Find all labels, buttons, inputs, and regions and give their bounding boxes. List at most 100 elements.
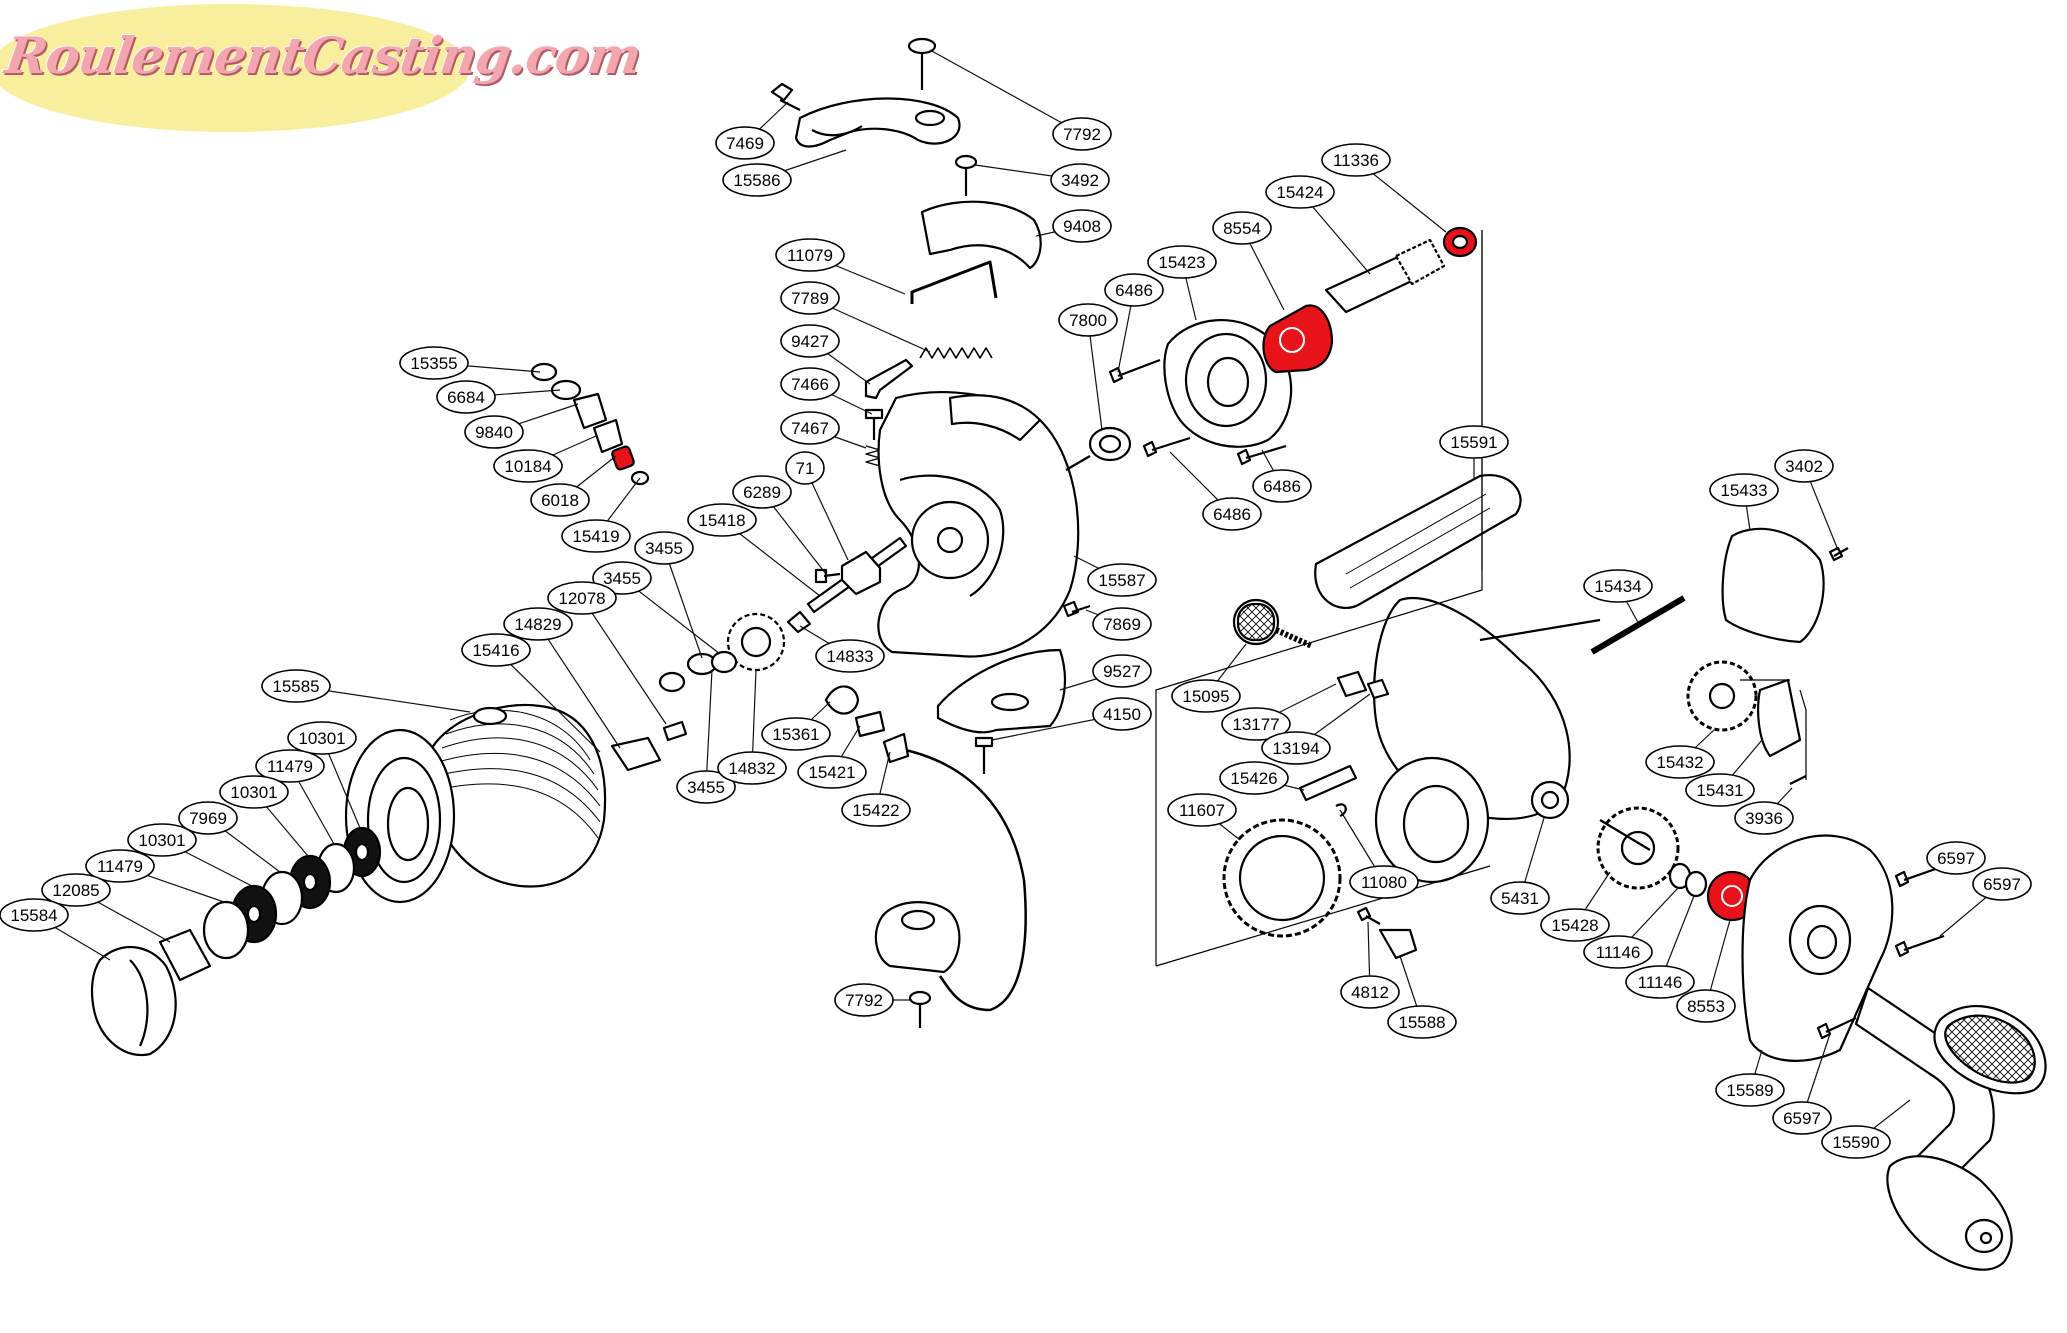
- handle-knob-dot: [1979, 1231, 1993, 1245]
- callout-label: 7467: [791, 419, 829, 438]
- callout-5431: 5431: [1490, 881, 1550, 915]
- callout-15424: 15424: [1265, 175, 1335, 209]
- callout-7869: 7869: [1092, 607, 1152, 641]
- body-crossbar: [1479, 618, 1601, 642]
- callout-11607: 11607: [1167, 793, 1237, 827]
- spring-11080: [1335, 803, 1347, 818]
- callout-label: 15421: [808, 763, 855, 782]
- callout-bubble: [634, 531, 694, 565]
- callout-bubble: [1645, 745, 1715, 779]
- callout-bubble: [1058, 303, 1118, 337]
- screw-4812: [1356, 906, 1381, 925]
- callout-3455: 3455: [592, 561, 652, 595]
- callout-label: 8554: [1223, 219, 1261, 238]
- callout-bubble: [287, 721, 357, 755]
- washer-3455-b: [710, 650, 738, 674]
- callout-bubble: [722, 163, 792, 197]
- washer-10301-b-hole: [302, 872, 318, 892]
- callout-label: 71: [796, 459, 815, 478]
- callout-bubble: [1219, 761, 1289, 795]
- callout-12078: 12078: [547, 581, 617, 615]
- callout-label: 12085: [52, 881, 99, 900]
- callout-15432: 15432: [1645, 745, 1715, 779]
- callout-label: 4150: [1103, 705, 1141, 724]
- side-plate-bore-inner: [1806, 924, 1838, 960]
- screw-3402: [1828, 546, 1849, 562]
- callout-14832: 14832: [717, 751, 787, 785]
- rotor-cover-9527: [936, 648, 1066, 734]
- callout-15584: 15584: [0, 898, 69, 932]
- washer-10301-c-hole: [246, 904, 262, 924]
- clip-12078: [662, 720, 688, 742]
- knob-15361: [824, 685, 860, 715]
- callout-label: 15433: [1720, 481, 1767, 500]
- callout-label: 6289: [743, 483, 781, 502]
- callout-label: 9427: [791, 332, 829, 351]
- callout-bubble: [1052, 209, 1112, 243]
- callout-label: 15588: [1398, 1013, 1445, 1032]
- gear-14832-inner: [740, 626, 772, 658]
- callout-7969: 7969: [178, 801, 238, 835]
- washer-5431-hole: [1540, 790, 1560, 810]
- callout-bubble: [461, 633, 531, 667]
- callout-bubble: [1147, 245, 1217, 279]
- spool-top-slot: [472, 706, 508, 726]
- callout-label: 11080: [1361, 873, 1407, 892]
- handle-knob: [1886, 1155, 2013, 1271]
- callout-15361: 15361: [761, 717, 831, 751]
- callout-15422: 15422: [841, 793, 911, 827]
- callout-bubble: [547, 581, 617, 615]
- callout-bubble: [1087, 563, 1157, 597]
- callout-label: 3492: [1061, 171, 1099, 190]
- callout-15095: 15095: [1171, 679, 1241, 713]
- callout-label: 12078: [558, 589, 605, 608]
- callout-bubble: [127, 823, 197, 857]
- bracket-15431: [1757, 678, 1802, 758]
- callout-7467: 7467: [780, 411, 840, 445]
- callout-bubble: [834, 983, 894, 1017]
- callout-bubble: [780, 411, 840, 445]
- callout-bubble: [1340, 975, 1400, 1009]
- spool-front-core: [386, 786, 430, 862]
- callout-bubble: [1821, 1125, 1891, 1159]
- callout-label: 15586: [733, 171, 780, 190]
- line-roller-cover-9408: [920, 200, 1042, 270]
- screw-7469: [770, 82, 801, 111]
- callout-label: 11146: [1638, 973, 1683, 992]
- leader-c45: [1087, 319, 1103, 431]
- callout-label: 15419: [572, 527, 619, 546]
- callout-6486: 6486: [1202, 497, 1262, 531]
- washer-13177: [1336, 670, 1368, 698]
- screw-3936: [1789, 775, 1807, 785]
- screw-6486-b: [1142, 436, 1191, 458]
- callout-label: 11479: [267, 757, 313, 776]
- callout-bubble: [1972, 867, 2032, 901]
- callout-7800: 7800: [1058, 303, 1118, 337]
- callout-label: 7466: [791, 375, 829, 394]
- handle-grip-knurl: [1944, 1014, 2036, 1084]
- callout-label: 11607: [1179, 801, 1225, 820]
- callout-label: 6018: [541, 491, 579, 510]
- part-callouts: 7469155867792349294081107977899427746674…: [0, 117, 2032, 1159]
- callout-bubble: [1676, 989, 1736, 1023]
- callout-15419: 15419: [561, 519, 631, 553]
- callout-label: 11079: [787, 246, 833, 265]
- callout-label: 13194: [1272, 739, 1319, 758]
- callout-6597: 6597: [1772, 1101, 1832, 1135]
- callout-bubble: [1171, 679, 1241, 713]
- washer-3455-c: [658, 671, 686, 693]
- callout-15355: 15355: [399, 346, 469, 380]
- callout-label: 15590: [1832, 1133, 1879, 1152]
- callout-bubble: [715, 126, 775, 160]
- callout-6597: 6597: [1926, 841, 1986, 875]
- screw-6486-c: [1236, 444, 1287, 466]
- callout-bubble: [1709, 473, 1779, 507]
- callout-bubble: [815, 639, 885, 673]
- callout-bubble: [436, 380, 496, 414]
- callout-label: 3402: [1785, 457, 1823, 476]
- callout-label: 15591: [1450, 433, 1497, 452]
- callout-7792: 7792: [834, 983, 894, 1017]
- callout-label: 15355: [410, 354, 457, 373]
- callout-label: 5431: [1501, 889, 1539, 908]
